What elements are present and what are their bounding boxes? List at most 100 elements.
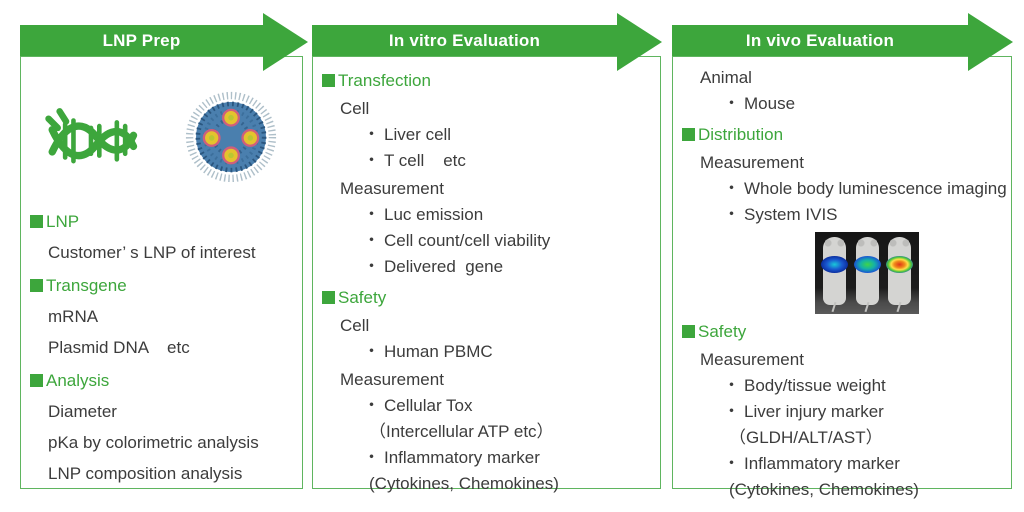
bullet-item: ・Liver cell xyxy=(313,122,660,148)
bullet-dot-icon: ・ xyxy=(723,454,740,473)
section-heading: Transgene xyxy=(21,271,302,300)
arrow-header-shape xyxy=(20,13,308,71)
luminescence-spot-green xyxy=(854,256,881,273)
bullet-dot-icon: ・ xyxy=(363,396,380,415)
text-label: Measurement xyxy=(700,350,804,369)
section-heading-label: Transfection xyxy=(338,71,431,90)
green-square-icon xyxy=(682,325,695,338)
text-label: Animal xyxy=(700,68,752,87)
lnp-particle-icon xyxy=(185,91,277,183)
bullet-item-label: Body/tissue weight xyxy=(744,376,886,395)
bullet-item-label: Liver injury marker xyxy=(744,402,884,421)
section-heading-label: Safety xyxy=(338,288,387,307)
bullet-dot-icon: ・ xyxy=(723,376,740,395)
bullet-item: ・Mouse xyxy=(673,91,1011,117)
list-label: Measurement xyxy=(673,150,1011,176)
bullet-item-label: Cellular Tox xyxy=(384,396,473,415)
bullet-dot-icon: ・ xyxy=(723,179,740,198)
list-label: pKa by colorimetric analysis xyxy=(21,428,302,457)
column-header: LNP Prep xyxy=(102,31,181,50)
bullet-item: ・Inflammatory marker xyxy=(313,445,660,471)
bullet-item-label: Mouse xyxy=(744,94,796,113)
bullet-item-label: Inflammatory marker xyxy=(744,454,900,473)
bullet-dot-icon: ・ xyxy=(363,125,380,144)
arrow-header-shape xyxy=(312,13,662,71)
dna-icon xyxy=(45,108,138,164)
bullet-dot-icon: ・ xyxy=(363,448,380,467)
bullet-item: ・Liver injury marker xyxy=(673,399,1011,425)
list-label: Measurement xyxy=(313,367,660,393)
bullet-dot-icon: ・ xyxy=(363,205,380,224)
bullet-item: ・Cellular Tox xyxy=(313,393,660,419)
bullet-dot-icon: ・ xyxy=(363,342,380,361)
text-label: LNP composition analysis xyxy=(48,464,243,483)
bullet-dot-icon: ・ xyxy=(723,402,740,421)
arrow-header-shape xyxy=(672,13,1013,71)
bullet-item: ・Human PBMC xyxy=(313,339,660,365)
bullet-item: ・Luc emission xyxy=(313,202,660,228)
list-label: Diameter xyxy=(21,397,302,426)
column-header: In vitro Evaluation xyxy=(388,31,541,50)
text-label: (Cytokines, Chemokines) xyxy=(729,480,919,499)
bullet-dot-icon: ・ xyxy=(723,205,740,224)
bullet-item-label: Luc emission xyxy=(384,205,484,224)
section-heading-label: Analysis xyxy=(46,371,110,390)
green-square-icon xyxy=(682,128,695,141)
list-label: LNP composition analysis xyxy=(21,459,302,488)
list-label: mRNA xyxy=(21,302,302,331)
section-heading: LNP xyxy=(21,207,302,236)
text-label: Measurement xyxy=(700,153,804,172)
section-heading: Safety xyxy=(673,319,1011,345)
bullet-item-label: T cell etc xyxy=(384,151,466,170)
bullet-dot-icon: ・ xyxy=(363,151,380,170)
bullet-item-label: Cell count/cell viability xyxy=(384,231,551,250)
bullet-dot-icon: ・ xyxy=(723,94,740,113)
bullet-item-detail: （Intercellular ATP etc） xyxy=(313,419,660,445)
bullet-item-label: System IVIS xyxy=(744,205,838,224)
column-header: In vivo Evaluation xyxy=(745,31,895,50)
text-label: Measurement xyxy=(340,370,444,389)
bullet-item-label: Whole body luminescence imaging xyxy=(744,179,1007,198)
text-label: Cell xyxy=(340,316,370,335)
bullet-item-detail: (Cytokines, Chemokines) xyxy=(313,471,660,497)
section-heading-label: Safety xyxy=(698,322,747,341)
green-square-icon xyxy=(30,374,43,387)
bullet-item: ・Delivered gene xyxy=(313,254,660,280)
text-label: Cell xyxy=(340,99,370,118)
green-square-icon xyxy=(30,215,43,228)
list-label: Measurement xyxy=(313,176,660,202)
bullet-dot-icon: ・ xyxy=(363,231,380,250)
text-label: Plasmid DNA etc xyxy=(48,338,190,357)
bullet-item: ・Whole body luminescence imaging xyxy=(673,176,1011,202)
bullet-item: ・System IVIS xyxy=(673,202,1011,228)
section-heading-label: Transgene xyxy=(46,276,127,295)
list-label: Cell xyxy=(313,96,660,122)
bullet-item: ・Inflammatory marker xyxy=(673,451,1011,477)
text-label: （Intercellular ATP etc） xyxy=(369,422,554,441)
green-square-icon xyxy=(322,74,335,87)
ivis-image-wrap xyxy=(673,232,1011,314)
section-heading-label: Distribution xyxy=(698,125,784,144)
section-heading: Safety xyxy=(313,285,660,311)
bullet-item-detail: （GLDH/ALT/AST） xyxy=(673,425,1011,451)
bullet-item-label: Human PBMC xyxy=(384,342,493,361)
section-heading: Transfection xyxy=(313,68,660,94)
bullet-dot-icon: ・ xyxy=(363,257,380,276)
luminescence-spot-blue xyxy=(821,256,848,273)
list-label: Customer’ s LNP of interest xyxy=(21,238,302,267)
green-square-icon xyxy=(322,291,335,304)
bullet-item-label: Liver cell xyxy=(384,125,452,144)
list-label: Animal xyxy=(673,65,1011,91)
text-label: Measurement xyxy=(340,179,444,198)
bullet-item-detail: (Cytokines, Chemokines) xyxy=(673,477,1011,503)
text-label: Diameter xyxy=(48,402,117,421)
green-square-icon xyxy=(30,279,43,292)
section-heading: Analysis xyxy=(21,366,302,395)
list-label: Cell xyxy=(313,313,660,339)
list-label: Plasmid DNA etc xyxy=(21,333,302,362)
